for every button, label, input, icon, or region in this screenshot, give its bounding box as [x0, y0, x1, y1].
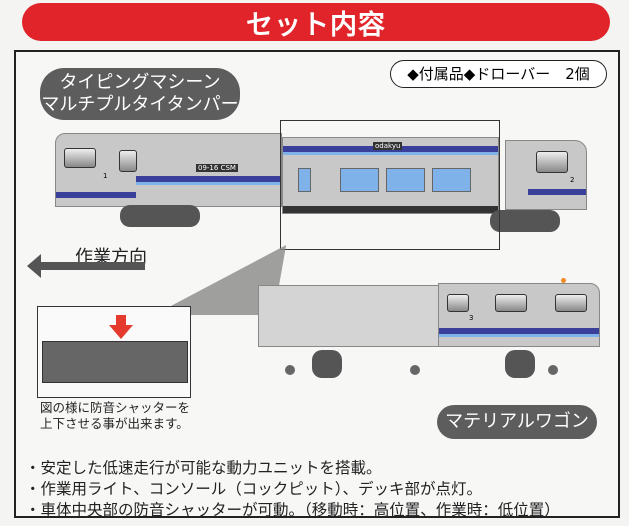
door-window — [119, 150, 137, 172]
main-model-pill: タイピングマシーン マルチプルタイタンパー — [40, 68, 240, 120]
window — [432, 168, 471, 192]
section-banner: セット内容 — [22, 3, 610, 41]
car-label: 09-16 CSM — [196, 164, 238, 172]
tamper-car-1: 09-16 CSM 1 — [55, 133, 282, 207]
feature-item: ・作業用ライト、コンソール（コックピット）、デッキ部が点灯。 — [25, 480, 482, 498]
accessory-badge: ◆付属品◆ドローバー 2個 — [390, 60, 607, 88]
bogie — [120, 205, 200, 227]
shutter-bottom — [283, 206, 498, 213]
feature-item: ・車体中央部の防音シャッターが可動。（移動時：高位置、作業時：低位置） — [25, 501, 560, 519]
feature-list: ・安定した低速走行が可能な動力ユニットを搭載。 ・作業用ライト、コンソール（コッ… — [25, 458, 560, 521]
shutter-car: odakyu — [282, 137, 499, 214]
window — [298, 168, 311, 192]
stripe-dark — [136, 176, 281, 182]
car-number: 1 — [103, 172, 108, 180]
down-arrow-icon — [109, 315, 133, 339]
window — [386, 168, 425, 192]
shutter-inset — [37, 306, 191, 398]
main-model-line1: タイピングマシーン — [59, 72, 221, 93]
direction-arrow-icon — [27, 254, 145, 278]
wagon-cab: 3 — [438, 283, 600, 347]
car-number: 3 — [469, 314, 474, 322]
inset-note-line2: 上下させる事が出来ます。 — [40, 416, 189, 431]
cab-window — [64, 148, 96, 168]
wheel — [410, 365, 420, 375]
window — [340, 168, 379, 192]
cab-window — [536, 151, 568, 173]
feature-item: ・安定した低速走行が可能な動力ユニットを搭載。 — [25, 459, 382, 477]
wagon-pill: マテリアルワゴン — [437, 405, 597, 439]
cab-window — [555, 294, 587, 312]
inset-note: 図の様に防音シャッターを 上下させる事が出来ます。 — [40, 400, 190, 432]
tamper-car-2: 2 — [505, 140, 587, 210]
wheel — [285, 365, 295, 375]
cab-window — [447, 294, 469, 312]
bogie — [505, 350, 535, 378]
wagon-deck — [258, 285, 440, 347]
car-number: 2 — [570, 176, 575, 184]
stripe-dark-front — [56, 192, 136, 198]
beacon-light — [561, 278, 566, 283]
main-model-line2: マルチプルタイタンパー — [41, 94, 239, 115]
highlight-box — [280, 120, 500, 250]
bogie — [312, 350, 342, 378]
stripe-dark — [439, 328, 599, 334]
stripe-light — [439, 334, 599, 337]
banner-title: セット内容 — [246, 9, 386, 41]
shutter-lowered — [42, 341, 188, 383]
cab-window — [495, 294, 527, 312]
stripe-dark — [528, 189, 586, 195]
stripe-light — [136, 182, 281, 185]
wheel — [548, 365, 558, 375]
brand-logo: odakyu — [373, 142, 403, 150]
bogie — [490, 210, 560, 232]
inset-note-line1: 図の様に防音シャッターを — [40, 400, 191, 415]
stripe-light — [283, 152, 498, 155]
